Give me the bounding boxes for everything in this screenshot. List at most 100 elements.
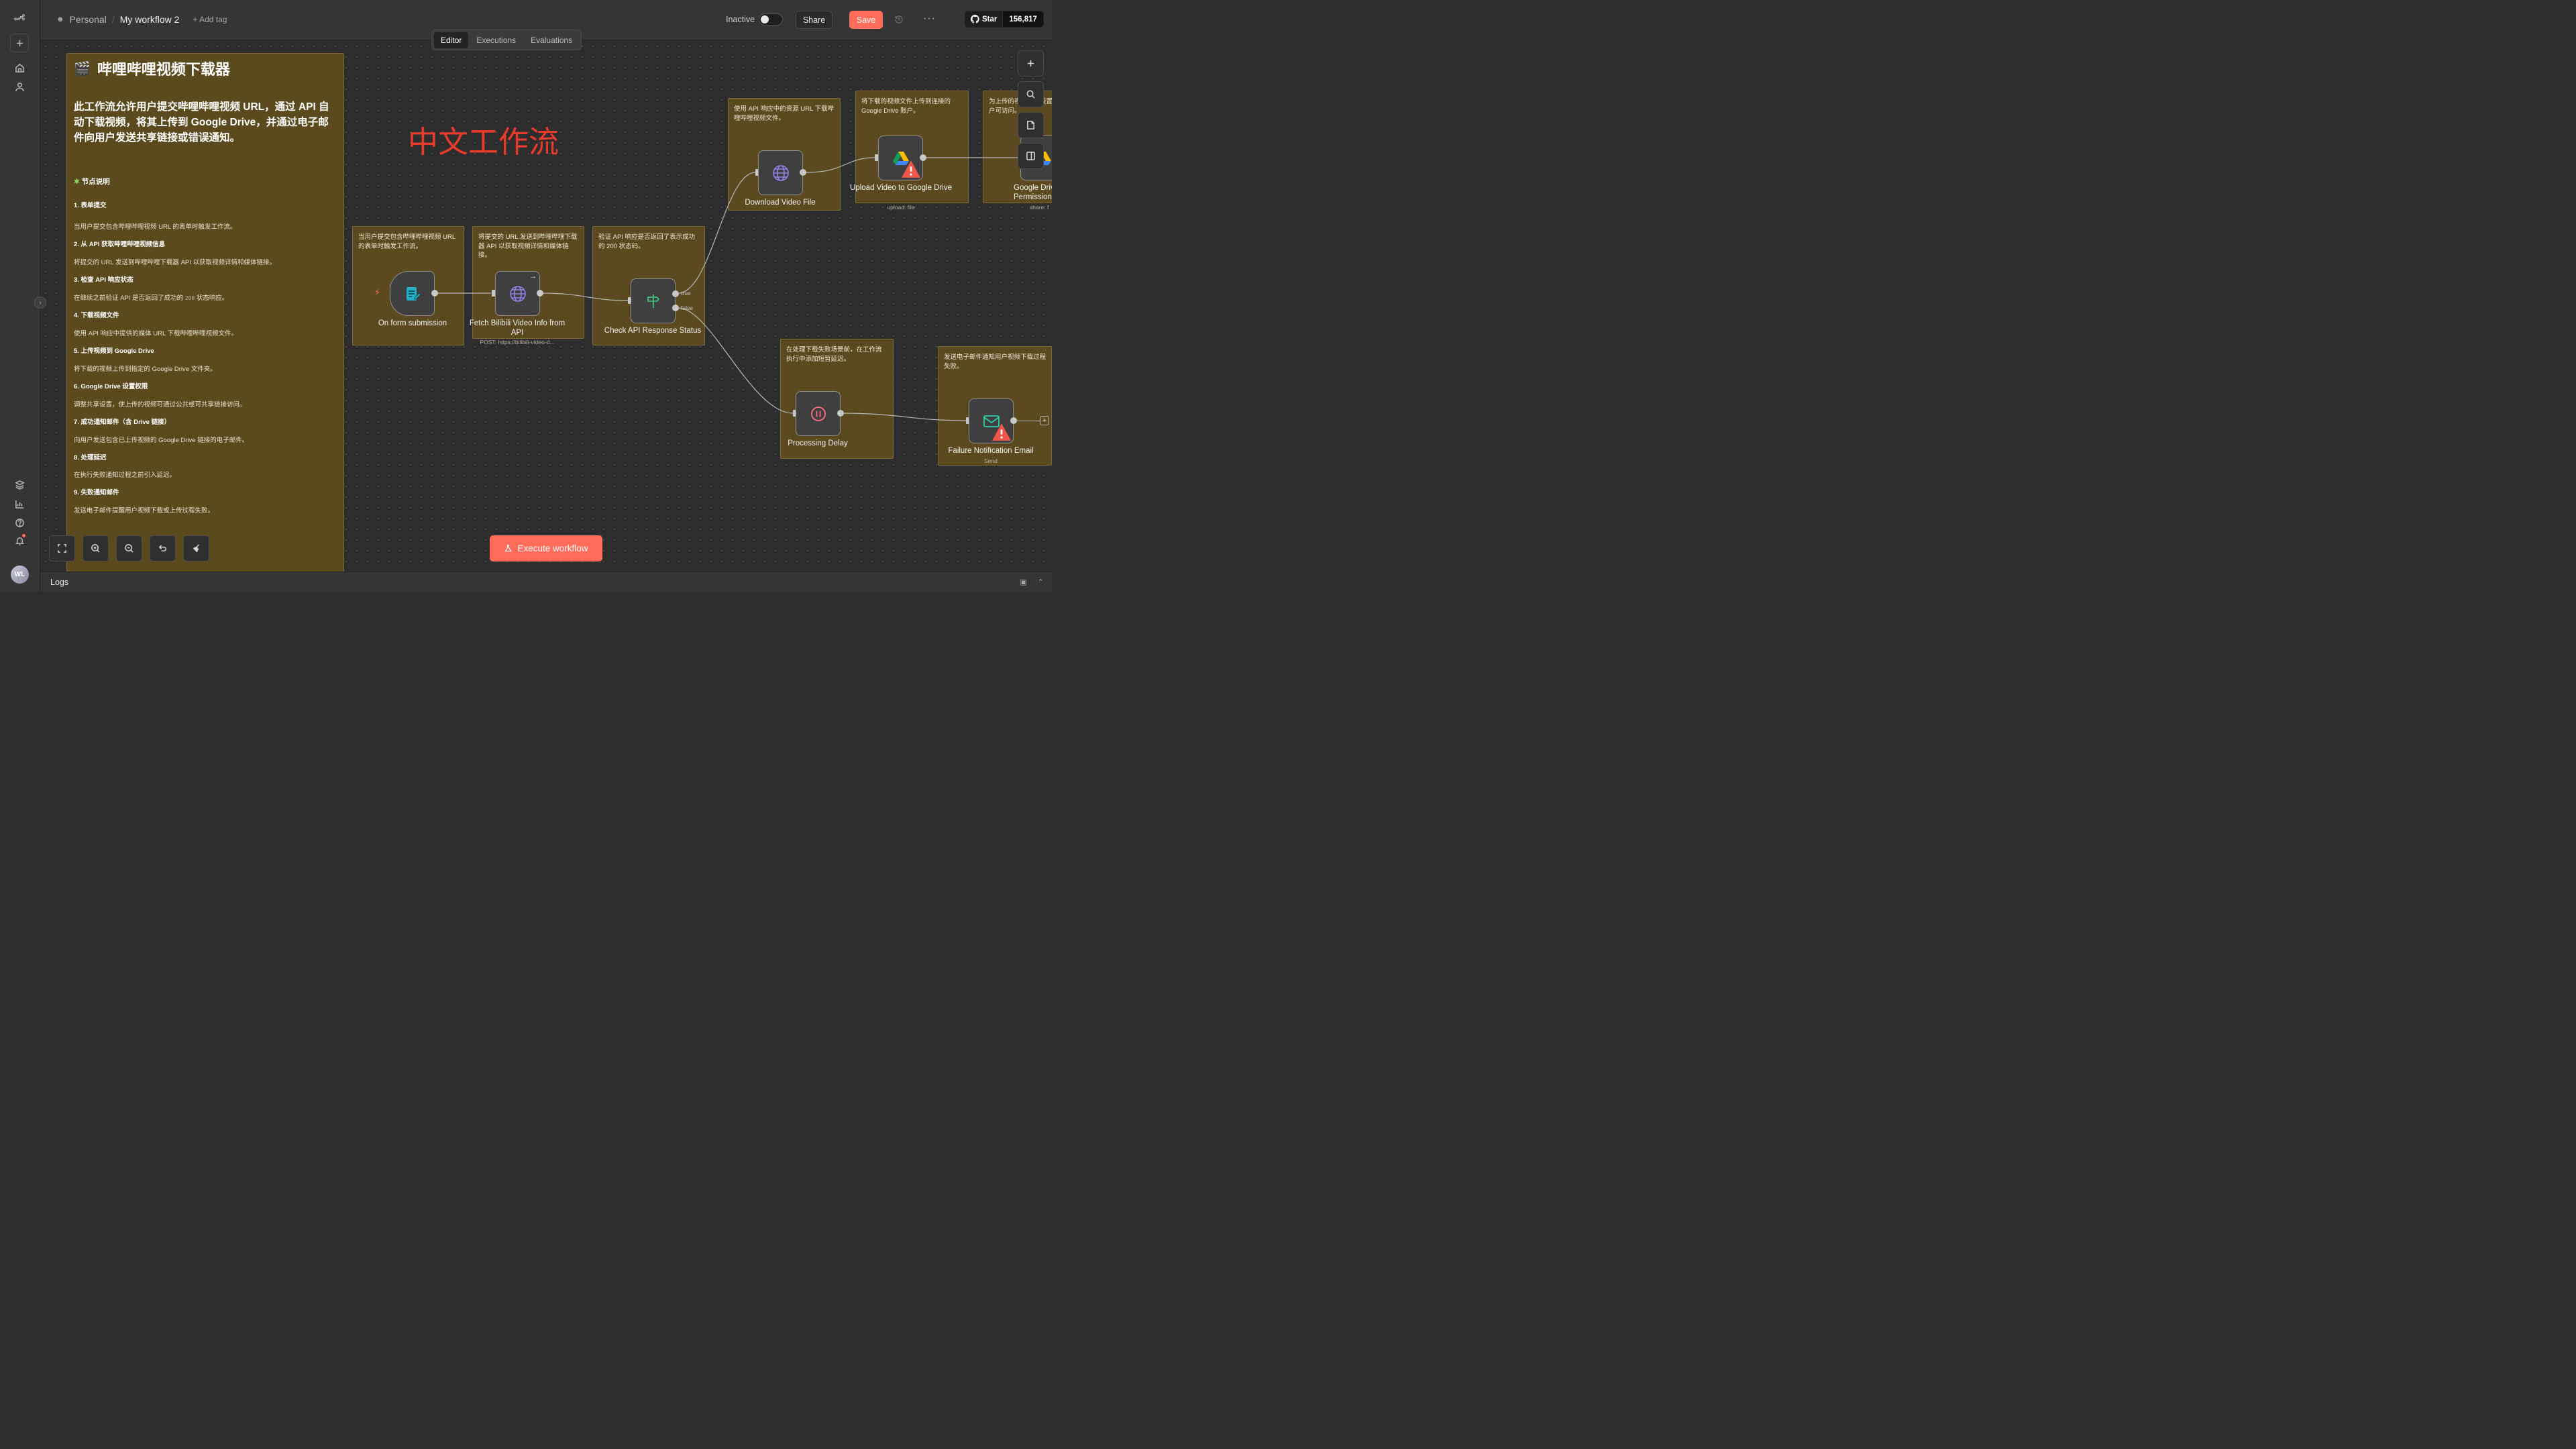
section-text-part: 在继续之前验证 API 是否返回了成功的 <box>74 294 185 302</box>
main-note-title: 🎬 哔哩哔哩视频下载器 <box>74 58 230 79</box>
workflow-canvas[interactable]: 🎬 哔哩哔哩视频下载器 此工作流允许用户提交哔哩哔哩视频 URL，通过 API … <box>40 41 1052 572</box>
node-label: Google Drive Permissions <box>1014 184 1052 201</box>
section-title: 6. Google Drive 设置权限 <box>74 383 148 390</box>
user-icon[interactable] <box>10 77 29 96</box>
home-icon[interactable] <box>10 58 29 77</box>
active-toggle[interactable] <box>759 13 783 25</box>
left-sidebar: WL <box>0 0 40 592</box>
add-node-plus-icon[interactable]: + <box>1040 416 1049 425</box>
tab-evaluations[interactable]: Evaluations <box>531 35 573 45</box>
plus-icon <box>1027 60 1034 67</box>
output-port[interactable] <box>537 290 543 297</box>
section-text: 将下载的视频上传到指定的 Google Drive 文件夹。 <box>74 366 217 373</box>
notifications-bell-icon[interactable] <box>10 531 29 550</box>
output-port[interactable] <box>800 169 806 176</box>
true-output-port[interactable] <box>672 290 679 297</box>
section-text: 向用户发送包含已上传视频的 Google Drive 链接的电子邮件。 <box>74 437 249 444</box>
zoom-out-button[interactable] <box>116 535 142 561</box>
connection-line <box>806 157 875 173</box>
github-star[interactable]: Star <box>965 11 1003 27</box>
add-sticky-button[interactable] <box>1018 112 1044 138</box>
input-port[interactable] <box>755 169 759 176</box>
sticky-note-icon <box>1027 121 1034 129</box>
breadcrumb-project[interactable]: Personal <box>69 14 107 25</box>
input-port[interactable] <box>628 297 632 304</box>
insights-chart-icon[interactable] <box>10 494 29 513</box>
connection-line <box>678 307 794 414</box>
undo-icon <box>158 545 166 551</box>
node-subtitle: upload: file <box>887 204 915 211</box>
tidy-up-button[interactable] <box>183 535 209 561</box>
logs-label[interactable]: Logs <box>50 578 69 587</box>
node-check-api-response-status[interactable] <box>631 278 676 323</box>
chevron-up-icon[interactable]: ⌃ <box>1037 578 1044 586</box>
help-icon[interactable] <box>10 513 29 532</box>
pause-circle-icon <box>810 406 826 421</box>
add-tag-link[interactable]: + Add tag <box>193 15 227 24</box>
tab-executions[interactable]: Executions <box>476 35 517 45</box>
section-text: 当用户提交包含哔哩哔哩视频 URL 的表单时触发工作流。 <box>74 223 237 231</box>
arrow-right-icon: → <box>529 272 537 280</box>
flask-icon <box>504 545 513 552</box>
tab-editor[interactable]: Editor <box>434 32 469 48</box>
trigger-bolt-icon: ⚡ <box>374 287 381 297</box>
output-port[interactable] <box>837 410 844 417</box>
output-port[interactable] <box>1010 417 1017 424</box>
section-title: 9. 失败通知邮件 <box>74 489 119 496</box>
main-sticky-note[interactable]: 🎬 哔哩哔哩视频下载器 此工作流允许用户提交哔哩哔哩视频 URL，通过 API … <box>66 53 344 572</box>
share-button[interactable]: Share <box>796 11 833 29</box>
workflow-name[interactable]: My workflow 2 <box>119 14 180 25</box>
save-button[interactable]: Save <box>849 11 883 29</box>
input-port[interactable] <box>966 417 970 424</box>
section-text: 在继续之前验证 API 是否返回了成功的 200 状态响应。 <box>74 292 228 302</box>
fit-view-button[interactable] <box>49 535 75 561</box>
add-node-button[interactable] <box>1018 50 1044 76</box>
output-port[interactable] <box>431 290 438 297</box>
expand-sidebar-chevron-icon[interactable]: › <box>34 297 46 309</box>
undo-button[interactable] <box>150 535 176 561</box>
input-port[interactable] <box>793 410 797 417</box>
zoom-out-icon <box>125 544 133 553</box>
logs-bar[interactable]: Logs ▣ ⌃ <box>40 572 1052 592</box>
popout-icon[interactable]: ▣ <box>1020 578 1027 586</box>
section-text: 使用 API 响应中提供的媒体 URL 下载哔哩哔哩视频文件。 <box>74 330 238 337</box>
more-options-icon[interactable]: ··· <box>923 13 936 24</box>
node-on-form-submission[interactable] <box>390 271 435 316</box>
sticky-text: 在处理下载失败场景前，在工作流执行中添加短暂延迟。 <box>786 346 882 363</box>
zoom-in-icon <box>91 544 100 553</box>
email-envelope-icon <box>983 415 1000 427</box>
nodes-heading: ✱ 节点说明 <box>74 176 110 186</box>
node-upload-video-to-google-drive[interactable] <box>878 136 923 180</box>
inline-code: 200 <box>184 295 195 301</box>
notification-dot <box>22 534 25 537</box>
panel-right-icon <box>1026 152 1035 160</box>
node-processing-delay[interactable] <box>796 391 841 436</box>
node-label: Download Video File <box>745 199 816 207</box>
add-plus-button[interactable] <box>10 34 29 52</box>
history-icon[interactable] <box>894 14 904 25</box>
templates-icon[interactable] <box>10 476 29 494</box>
github-star-button[interactable]: Star 156,817 <box>965 11 1044 28</box>
sticky-text: 将提交的 URL 发送到哔哩哔哩下载器 API 以获取视频详情和媒体链接。 <box>478 233 578 259</box>
globe-icon <box>509 285 526 302</box>
false-output-port[interactable] <box>672 305 679 311</box>
input-port[interactable] <box>492 290 496 297</box>
user-avatar[interactable]: WL <box>11 566 29 584</box>
zoom-in-button[interactable] <box>83 535 109 561</box>
input-port[interactable] <box>875 154 879 161</box>
nodes-heading-text: 节点说明 <box>81 178 110 186</box>
section-title: 7. 成功通知邮件（含 Drive 链接） <box>74 419 171 426</box>
search-nodes-button[interactable] <box>1018 81 1044 107</box>
output-port[interactable] <box>920 154 926 161</box>
sticky-text: 发送电子邮件通知用户视频下载过程失败。 <box>944 354 1046 370</box>
breadcrumb-separator: / <box>111 14 115 25</box>
section-title: 3. 检查 API 响应状态 <box>74 276 133 284</box>
toggle-panel-button[interactable] <box>1018 143 1044 169</box>
node-download-video-file[interactable] <box>758 150 803 195</box>
execute-workflow-button[interactable]: Execute workflow <box>490 535 602 561</box>
n8n-logo-icon[interactable] <box>10 9 29 28</box>
section-text-part: 状态响应。 <box>195 294 229 302</box>
node-fetch-bilibili-video-info[interactable]: → <box>495 271 540 316</box>
node-failure-notification-email[interactable] <box>969 398 1014 443</box>
node-label: On form submission <box>378 319 447 327</box>
